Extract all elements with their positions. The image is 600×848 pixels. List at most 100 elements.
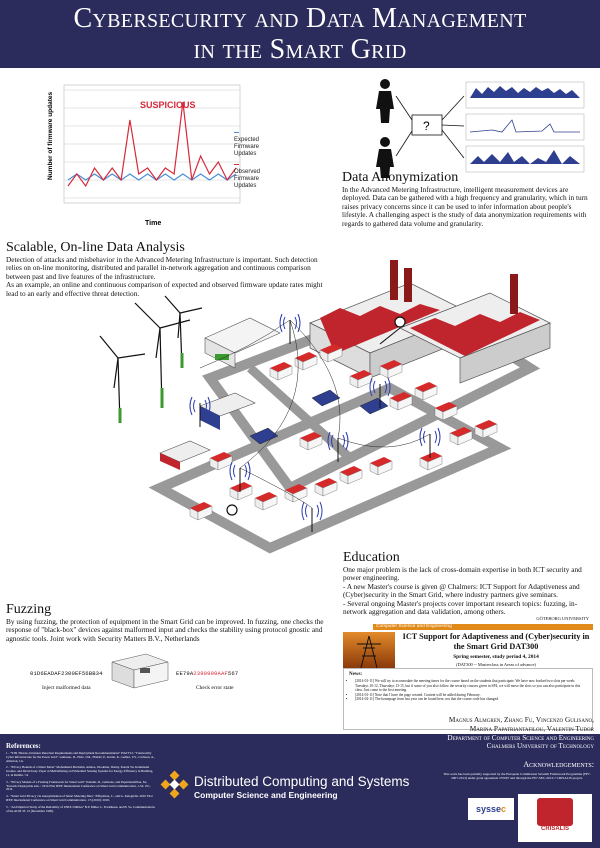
antenna-icon [369, 377, 391, 408]
course-note: (DAT300 -- Masterclass in Areas of advan… [456, 662, 536, 667]
authors: Magnus Almgren, Zhang Fu, Vincenzo Gulis… [320, 715, 594, 733]
house [434, 402, 458, 421]
firmware-chart-svg: SUSPICIOUS Number of firmware updates Ti… [47, 84, 241, 227]
hex-output-pre: EE79A [176, 670, 194, 677]
news-heading: News: [349, 672, 363, 677]
house [419, 452, 443, 471]
legend-expected-label: Expected Firmware Updates [234, 137, 260, 157]
group-dept: Computer Science and Engineering [194, 790, 338, 800]
course-dept-bar: Computer Science and Engineering [373, 624, 593, 630]
office-building [204, 317, 281, 369]
house [189, 502, 213, 521]
anonymization-heading: Data Anonymization [342, 170, 459, 185]
reference-item: 5 - "An Empirical Study of the Reliabili… [6, 804, 155, 813]
anonymization-text: In the Advanced Metering Infrastructure,… [342, 185, 588, 228]
hex-input: 01D6EADAF2300EF56BB34 [30, 670, 103, 677]
news-item: [2014-01-11] We will try to accomodate t… [355, 679, 587, 693]
house [299, 432, 323, 451]
house [449, 427, 473, 446]
antenna-icon [279, 313, 301, 344]
course-title: ICT Support for Adaptiveness and (Cyber)… [402, 632, 590, 651]
solar-panel [249, 389, 389, 445]
crisalis-logo: CRISALIS [518, 794, 592, 842]
department-line-1: Department of Computer Science and Engin… [447, 734, 594, 742]
syssec-logo-text: sysse [475, 804, 501, 814]
house [389, 392, 413, 411]
smart-meter-icon [111, 653, 169, 689]
substation [159, 392, 256, 470]
dcs-logo-icon [160, 770, 190, 800]
references-heading: References: [6, 742, 41, 750]
house [294, 352, 318, 371]
education-heading: Education [343, 550, 400, 565]
scalable-section: Scalable, On-line Data Analysis Detectio… [6, 240, 328, 298]
reference-item: 2 - "Privacy Bounds of a Smart Meter" Mo… [6, 765, 154, 777]
news-item: [2014-01-11] Note that I have the page c… [355, 693, 587, 698]
course-image [343, 632, 395, 669]
department: Department of Computer Science and Engin… [370, 734, 594, 750]
person-icon [376, 79, 394, 123]
meter-plot-3 [465, 145, 585, 173]
house [474, 420, 498, 439]
hex-output-red: AAF [217, 670, 228, 677]
meter-plot-1 [465, 81, 585, 109]
observed-series-line [67, 101, 237, 188]
ack-heading: Acknowledgements: [523, 760, 594, 769]
reference-item: 3 - "Privacy Models of a Fuzzing Framewo… [6, 779, 151, 792]
news-item: [2014-02-11] The homepage from last year… [355, 697, 587, 702]
wind-turbine [99, 335, 146, 424]
antenna-icon [301, 501, 323, 532]
hex-output: EE79A2390909AAF567 [176, 670, 256, 677]
road [246, 364, 354, 462]
house [414, 382, 438, 401]
hex-output-post: 567 [227, 670, 239, 677]
power-lines [199, 319, 431, 509]
magnifier-marker [394, 316, 406, 328]
house [379, 360, 403, 379]
house [349, 370, 373, 389]
poster-footer: References: 1 - "STR Threats, Intrusion … [0, 734, 600, 848]
poster-header: Cybersecurity and Data Management in the… [0, 0, 600, 68]
house [254, 492, 278, 511]
person-icon [376, 137, 394, 178]
reference-item: 4 - "Smart Grid Privacy via Anonymizatio… [6, 794, 153, 802]
antenna-icon [189, 396, 211, 427]
firmware-chart: SUSPICIOUS Number of firmware updates Ti… [42, 80, 260, 230]
wind-turbine [164, 295, 203, 369]
syssec-logo-c: c [501, 804, 507, 814]
anonymization-section: Data Anonymization In the Advanced Meter… [342, 170, 594, 228]
ack-text: This work has been partially supported b… [443, 772, 591, 781]
magnifier-handle [379, 327, 401, 345]
legend-expected-swatch [234, 131, 239, 134]
fuzzing-section: Fuzzing By using fuzzing, the protection… [6, 602, 324, 643]
crisalis-logo-mark [537, 798, 573, 826]
course-period: Spring semester, study period 4, 2014 [453, 654, 539, 660]
education-section: Education One major problem is the lack … [343, 550, 595, 616]
house [269, 362, 293, 381]
references: References: 1 - "STR Threats, Intrusion … [6, 742, 156, 813]
poster-title: Cybersecurity and Data Management in the… [0, 0, 600, 65]
fuzzing-heading: Fuzzing [6, 602, 52, 617]
scalable-text-1: Detection of attacks and misbehavior in … [6, 255, 318, 281]
course-news: News: [2014-01-11] We will try to accomo… [343, 668, 593, 730]
hex-output-mid: 2390909 [193, 670, 218, 677]
suspicious-annotation: SUSPICIOUS [140, 100, 196, 110]
wind-turbine [134, 302, 191, 409]
house [314, 478, 338, 497]
house [339, 466, 363, 485]
anonymization-diagram: ? [376, 79, 585, 178]
chart-ylabel: Number of firmware updates [47, 91, 54, 180]
house [284, 484, 308, 503]
factory [399, 274, 551, 384]
authors-line-1: Magnus Almgren, Zhang Fu, Vincenzo Gulis… [448, 715, 594, 724]
antenna-icon [229, 461, 251, 492]
scalable-text-2: As an example, an online and continuous … [6, 280, 323, 298]
legend-observed-swatch [234, 163, 239, 166]
course-card: CHALMERS GÖTEBORG UNIVERSITY Computer Sc… [343, 616, 593, 669]
meter-plot-2 [465, 113, 585, 141]
authors-line-2: Marina Papatriantafilou, Valentin Tudor [469, 723, 594, 733]
course-university-right: GÖTEBORG UNIVERSITY [536, 616, 589, 621]
pylon-icon [357, 635, 381, 669]
group-name: Distributed Computing and Systems [194, 774, 410, 789]
expected-series-line [67, 173, 237, 181]
